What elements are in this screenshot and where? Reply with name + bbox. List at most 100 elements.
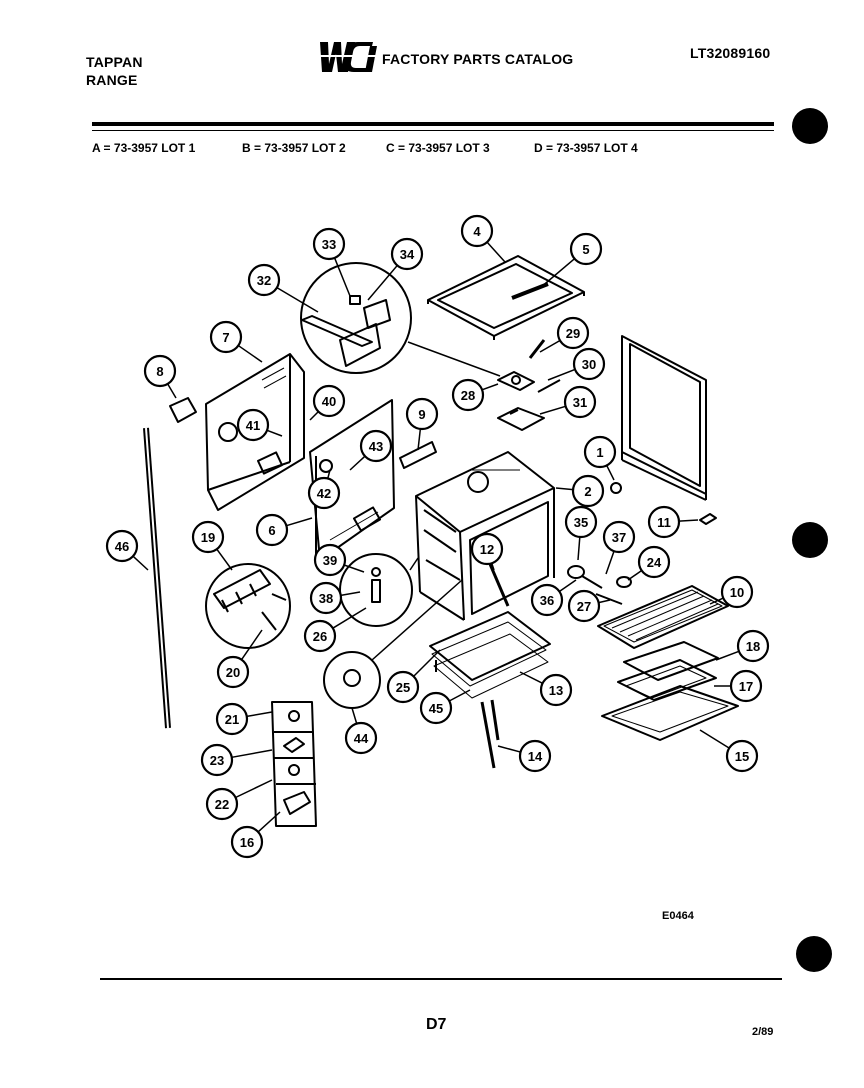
callout-leader xyxy=(333,257,351,297)
part-thermostat-bracket xyxy=(497,339,561,431)
callout-bubble xyxy=(313,543,347,577)
callout-number: 8 xyxy=(156,364,163,379)
callout-leader xyxy=(627,569,643,581)
callout-bubble xyxy=(344,721,378,755)
callout-bubble xyxy=(556,316,590,350)
callout-44: 44 xyxy=(344,721,378,755)
callout-leader xyxy=(276,287,319,313)
callout-leader xyxy=(605,550,615,575)
callout-bubble xyxy=(460,214,494,248)
callout-leader xyxy=(539,258,576,289)
callout-26: 26 xyxy=(303,619,337,653)
callout-leader xyxy=(709,597,724,605)
callout-number: 6 xyxy=(268,523,275,538)
part-broiler-pan-set xyxy=(601,641,739,741)
callout-number: 12 xyxy=(480,542,494,557)
callout-number: 21 xyxy=(225,712,239,727)
callout-number: 13 xyxy=(549,683,563,698)
callout-38: 38 xyxy=(309,581,343,615)
part-hardware-kit xyxy=(271,701,317,827)
wci-logo xyxy=(318,42,377,72)
binder-hole-middle xyxy=(792,522,828,558)
callout-leader xyxy=(486,241,506,263)
page-number: D7 xyxy=(426,1016,447,1033)
callout-leader xyxy=(448,689,471,702)
callout-leader xyxy=(539,339,561,353)
callout-number: 31 xyxy=(573,395,587,410)
callout-leader xyxy=(235,779,273,799)
callout-leader xyxy=(539,405,566,415)
callout-17: 17 xyxy=(729,669,763,703)
callout-number: 30 xyxy=(582,357,596,372)
callout-40: 40 xyxy=(312,384,346,418)
drawing-code: E0464 xyxy=(662,910,694,922)
footer-rule xyxy=(100,978,782,980)
lot-legend-b: B = 73-3957 LOT 2 xyxy=(242,141,346,155)
callout-bubble xyxy=(386,670,420,704)
callout-number: 43 xyxy=(369,439,383,454)
callout-leader xyxy=(367,264,398,301)
callout-35: 35 xyxy=(564,505,598,539)
callout-number: 18 xyxy=(746,639,760,654)
part-oven-body xyxy=(415,451,555,621)
part-lower-drawer xyxy=(429,611,551,699)
callout-leader-lines xyxy=(132,241,740,833)
callout-number: 40 xyxy=(322,394,336,409)
callout-bubble xyxy=(191,520,225,554)
callout-leader xyxy=(558,579,577,593)
part-knob-1 xyxy=(610,482,622,494)
revision-date: 2/89 xyxy=(752,1026,774,1038)
callout-number: 26 xyxy=(313,629,327,644)
lot-legend-c: C = 73-3957 LOT 3 xyxy=(386,141,490,155)
callout-bubble xyxy=(602,520,636,554)
callout-leader xyxy=(497,745,521,753)
callout-bubble xyxy=(236,408,270,442)
callout-leader xyxy=(481,383,499,391)
callout-27: 27 xyxy=(567,589,601,623)
callout-10: 10 xyxy=(720,575,754,609)
brand-line-1: TAPPAN xyxy=(86,54,143,70)
callout-12: 12 xyxy=(470,532,504,566)
callout-leader xyxy=(327,469,331,479)
callout-11: 11 xyxy=(647,505,681,539)
callout-leader xyxy=(266,429,283,437)
callout-number: 22 xyxy=(215,797,229,812)
callout-bubble xyxy=(725,739,759,773)
callout-15: 15 xyxy=(725,739,759,773)
callout-bubble xyxy=(309,581,343,615)
callout-14: 14 xyxy=(518,739,552,773)
callout-leader xyxy=(309,411,319,421)
callout-33: 33 xyxy=(312,227,346,261)
part-side-trim-strip xyxy=(143,427,171,729)
callout-bubble xyxy=(215,702,249,736)
callout-bubble xyxy=(563,385,597,419)
callout-bubble xyxy=(451,378,485,412)
callout-bubble xyxy=(216,655,250,689)
callout-6: 6 xyxy=(255,513,289,547)
part-top-cover xyxy=(427,255,585,340)
callout-number: 38 xyxy=(319,591,333,606)
callout-number: 28 xyxy=(461,388,475,403)
callout-bubble xyxy=(405,397,439,431)
callout-24: 24 xyxy=(637,545,671,579)
callout-number: 27 xyxy=(577,599,591,614)
callout-34: 34 xyxy=(390,237,424,271)
callout-16: 16 xyxy=(230,825,264,859)
callout-bubble xyxy=(470,532,504,566)
callout-bubble xyxy=(736,629,770,663)
callout-bubble xyxy=(567,589,601,623)
callout-bubble xyxy=(209,320,243,354)
callout-bubble xyxy=(583,435,617,469)
callout-46: 46 xyxy=(105,529,139,563)
callout-bubble xyxy=(569,232,603,266)
callout-42: 42 xyxy=(307,476,341,510)
callout-leader xyxy=(555,487,574,491)
callout-bubble xyxy=(303,619,337,653)
callout-leader xyxy=(491,562,495,571)
callout-22: 22 xyxy=(205,787,239,821)
callout-leader xyxy=(240,629,263,661)
callout-number: 36 xyxy=(540,593,554,608)
callout-number: 15 xyxy=(735,749,749,764)
part-clip-11 xyxy=(699,513,717,525)
callout-number: 20 xyxy=(226,665,240,680)
